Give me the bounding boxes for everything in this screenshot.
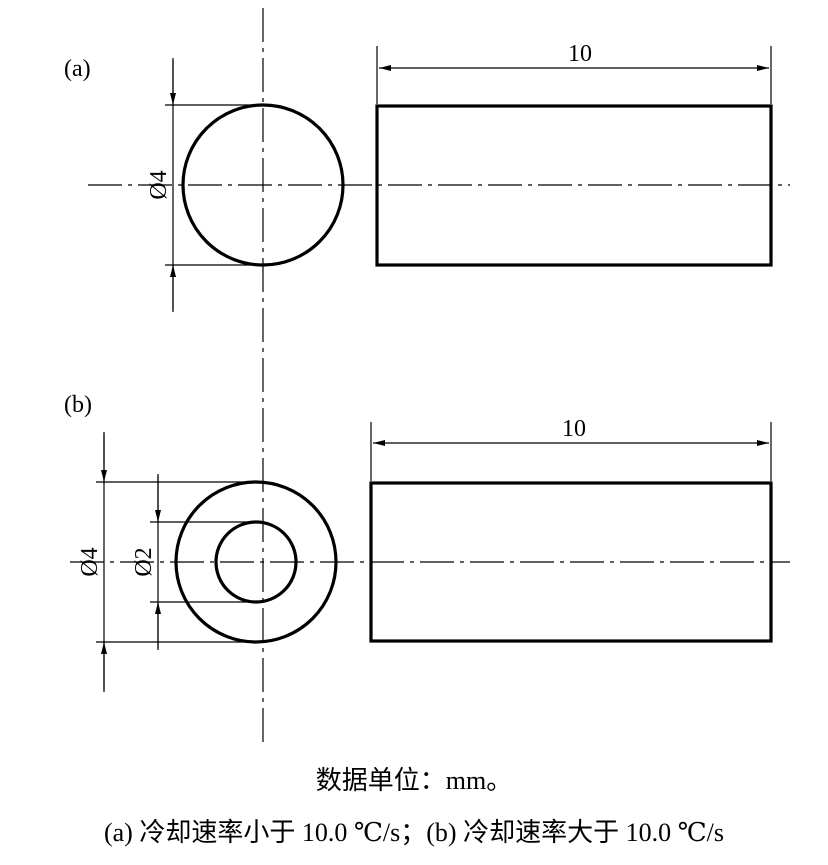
panel-b-length-dimension: 10	[370, 416, 772, 481]
panel-a-label: (a)	[64, 56, 91, 82]
panel-a-length-dimension: 10	[376, 41, 772, 104]
panel-a-diameter-dimension: Ø4	[146, 58, 263, 312]
panel-b-length-value: 10	[562, 416, 586, 442]
panel-b-side-view	[369, 481, 773, 643]
panel-b-inner-diameter-value: Ø2	[131, 547, 157, 576]
panel-b-label: (b)	[64, 392, 92, 418]
units-caption: 数据单位：mm。	[315, 766, 513, 795]
panel-b-outer-diameter-value: Ø4	[77, 547, 103, 576]
panel-b: (b) 10 Ø4	[64, 392, 790, 692]
panel-b-inner-diameter-dimension: Ø2	[131, 474, 256, 650]
legend-caption: (a) 冷却速率小于 10.0 ℃/s；(b) 冷却速率大于 10.0 ℃/s	[103, 818, 725, 847]
panel-b-outer-diameter-dimension: Ø4	[77, 432, 256, 692]
panel-a-diameter-value: Ø4	[146, 170, 172, 199]
panel-a-side-view	[375, 104, 773, 267]
panel-a-length-value: 10	[568, 41, 592, 67]
panel-a: (a) 10 Ø4	[64, 41, 790, 312]
